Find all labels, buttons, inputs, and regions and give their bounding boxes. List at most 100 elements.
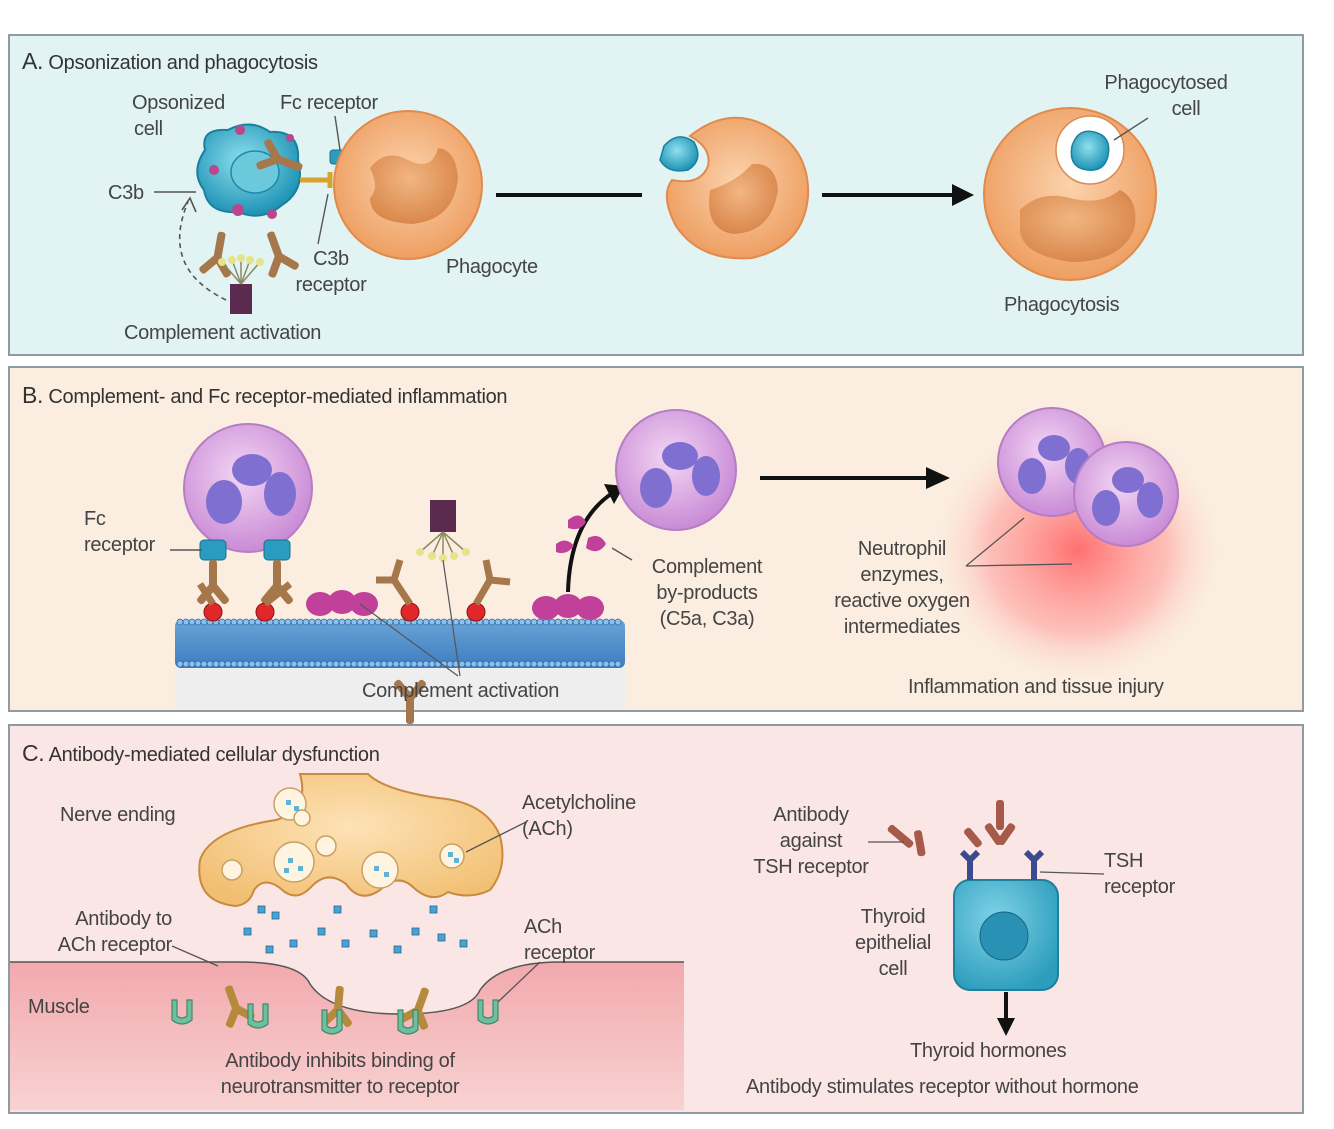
phospholipid-head [212, 660, 220, 668]
neutrophil-icon-2 [615, 409, 737, 531]
phospholipid-head [314, 618, 322, 626]
complement-icon [218, 254, 264, 314]
phospholipid-head [188, 618, 196, 626]
phospholipid-head [464, 660, 472, 668]
panel-b-title-text: Complement- and Fc receptor-mediated inf… [48, 386, 508, 408]
phospholipid-head [332, 660, 340, 668]
complement-byproducts-label-l1: Complement [651, 556, 763, 578]
neutrophil-label-l1: Neutrophil [857, 538, 947, 560]
fc-receptor-icon-2 [263, 539, 291, 561]
phospholipid-head [320, 618, 328, 626]
phagocyte-label: Phagocyte [446, 256, 538, 278]
nerve-ending-icon [198, 773, 504, 908]
antibody-to-ach-label-l2: ACh receptor [57, 934, 173, 956]
phospholipid-head [572, 618, 580, 626]
phospholipid-head [236, 660, 244, 668]
opsonized-cell-label-l1: Opsonized [132, 92, 225, 114]
phospholipid-head [368, 660, 376, 668]
phospholipid-head [548, 618, 556, 626]
phospholipid-head [578, 618, 586, 626]
phospholipid-head [500, 660, 508, 668]
phospholipid-head [194, 660, 202, 668]
phospholipid-head [368, 618, 376, 626]
phospholipid-head [578, 660, 586, 668]
tsh-receptor-label: TSH receptor [1104, 848, 1175, 900]
phospholipid-head [218, 618, 226, 626]
membrane-icon [175, 618, 625, 708]
phospholipid-head [224, 660, 232, 668]
phospholipid-head [308, 660, 316, 668]
phospholipid-head [494, 660, 502, 668]
phospholipid-head [230, 660, 238, 668]
phospholipid-head [278, 618, 286, 626]
panel-c-title-text: Antibody-mediated cellular dysfunction [48, 744, 380, 766]
target-cell-icon [659, 136, 699, 172]
phospholipid-head [566, 618, 574, 626]
complement-byproducts-label-l2: by-products [656, 582, 758, 604]
phospholipid-head [350, 618, 358, 626]
phospholipid-head [602, 618, 610, 626]
c3b-label: C3b [108, 182, 144, 204]
acetylcholine-label: Acetylcholine (ACh) [522, 790, 636, 842]
panel-a-letter: A. [22, 48, 44, 74]
phospholipid-head [470, 660, 478, 668]
phospholipid-head [248, 618, 256, 626]
ach-molecule-icon [243, 905, 468, 954]
phospholipid-head [392, 618, 400, 626]
phospholipid-head [248, 660, 256, 668]
phospholipid-head [314, 660, 322, 668]
phospholipid-head [440, 618, 448, 626]
phospholipid-head [518, 618, 526, 626]
ach-receptor-label: ACh receptor [524, 914, 595, 966]
phospholipid-head [422, 660, 430, 668]
phospholipid-head [320, 660, 328, 668]
neutrophil-icon-3 [997, 407, 1179, 547]
antibody-against-tsh-label-l2: against [779, 830, 843, 852]
phagocytosed-cell-label-l1: Phagocytosed [1104, 72, 1228, 94]
thyroid-hormones-label: Thyroid hormones [910, 1040, 1067, 1062]
phospholipid-head [272, 660, 280, 668]
phospholipid-head [338, 618, 346, 626]
phospholipid-head [416, 660, 424, 668]
phospholipid-head [512, 618, 520, 626]
thyroid-cell-label-l3: cell [878, 958, 908, 980]
fc-receptor-label-b: Fc receptor [84, 506, 155, 558]
phospholipid-head [296, 660, 304, 668]
phospholipid-head [200, 618, 208, 626]
phospholipid-head [272, 618, 280, 626]
phospholipid-head [236, 618, 244, 626]
phospholipid-head [560, 660, 568, 668]
complement-activation-label: Complement activation [124, 322, 322, 344]
antibody-stimulates-label: Antibody stimulates receptor without hor… [746, 1076, 1139, 1098]
complement-byproducts-label: Complement by-products (C5a, C3a) [632, 554, 782, 632]
phospholipid-head [530, 660, 538, 668]
panel-b-title: B. Complement- and Fc receptor-mediated … [22, 382, 508, 409]
phospholipid-head [206, 660, 214, 668]
antibody-against-tsh-label: Antibody against TSH receptor [736, 802, 886, 880]
byproducts-icon [556, 515, 606, 554]
fc-receptor-label: Fc receptor [280, 92, 378, 114]
phospholipid-head [290, 660, 298, 668]
phospholipid-head [218, 660, 226, 668]
complement-icon-b [416, 500, 470, 562]
panel-c-letter: C. [22, 740, 45, 766]
phospholipid-head [524, 660, 532, 668]
engulfing-phagocyte-icon [659, 116, 810, 260]
thyroid-cell-label: Thyroid epithelial cell [838, 904, 948, 982]
fc-receptor-label-b-l2: receptor [84, 534, 155, 556]
phospholipid-head [344, 618, 352, 626]
phospholipid-head [410, 660, 418, 668]
phospholipid-head [230, 618, 238, 626]
antibody-against-tsh-label-l1: Antibody [773, 804, 849, 826]
phospholipid-head [182, 618, 190, 626]
phospholipid-head [356, 618, 364, 626]
antibody-to-ach-label: Antibody to ACh receptor [20, 906, 173, 958]
panel-a-title: A. Opsonization and phagocytosis [22, 48, 318, 75]
neutrophil-enzymes-label: Neutrophil enzymes, reactive oxygen inte… [812, 536, 992, 640]
phospholipid-head [482, 618, 490, 626]
phospholipid-head [614, 618, 622, 626]
phospholipid-head [296, 618, 304, 626]
neutrophil-icon [183, 423, 313, 553]
antigen-icon [203, 602, 223, 622]
